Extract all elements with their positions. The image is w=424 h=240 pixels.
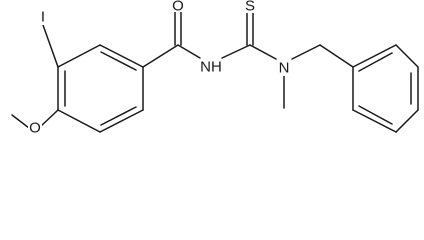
thiocarbon-n-bond [249,44,277,60]
ring2-bond-5 [352,109,397,133]
carbonyl-nh-bond [177,44,201,59]
bonds [11,11,419,133]
atom-labels: I O NH S N O [28,0,291,137]
ring-carbonyl-bond [142,44,179,68]
n-benzyl-ch2-bond [291,44,321,60]
ring2-bond-4 [395,109,419,133]
ring2-bond-2 [395,44,419,68]
ring2-double-1 [358,52,393,72]
ch2-ring-bond [319,44,354,68]
thione-sulfur-label: S [245,0,255,15]
iodine-atom-label: I [41,9,45,26]
ring1-bond-5 [57,109,101,133]
ring1-bond-2 [99,44,144,68]
ring1-bond-4 [99,109,144,133]
chemical-structure-diagram: I O NH S N O [11,0,419,137]
amide-nh-label: NH [200,59,222,76]
o-methyl-bond [11,114,30,129]
c-i-bond [42,24,59,68]
ether-oxygen-label: O [29,120,41,137]
ring1-bond-1 [57,44,101,68]
amine-nitrogen-label: N [279,60,290,77]
nh-thiocarbon-bond [221,44,251,59]
c-o-ether-bond [39,109,59,128]
ring1-double-2 [100,106,137,126]
ring1-double-1 [100,51,137,71]
ring2-double-3 [358,105,393,125]
carbonyl-oxygen-label: O [172,0,184,15]
ring2-bond-1 [352,44,397,68]
